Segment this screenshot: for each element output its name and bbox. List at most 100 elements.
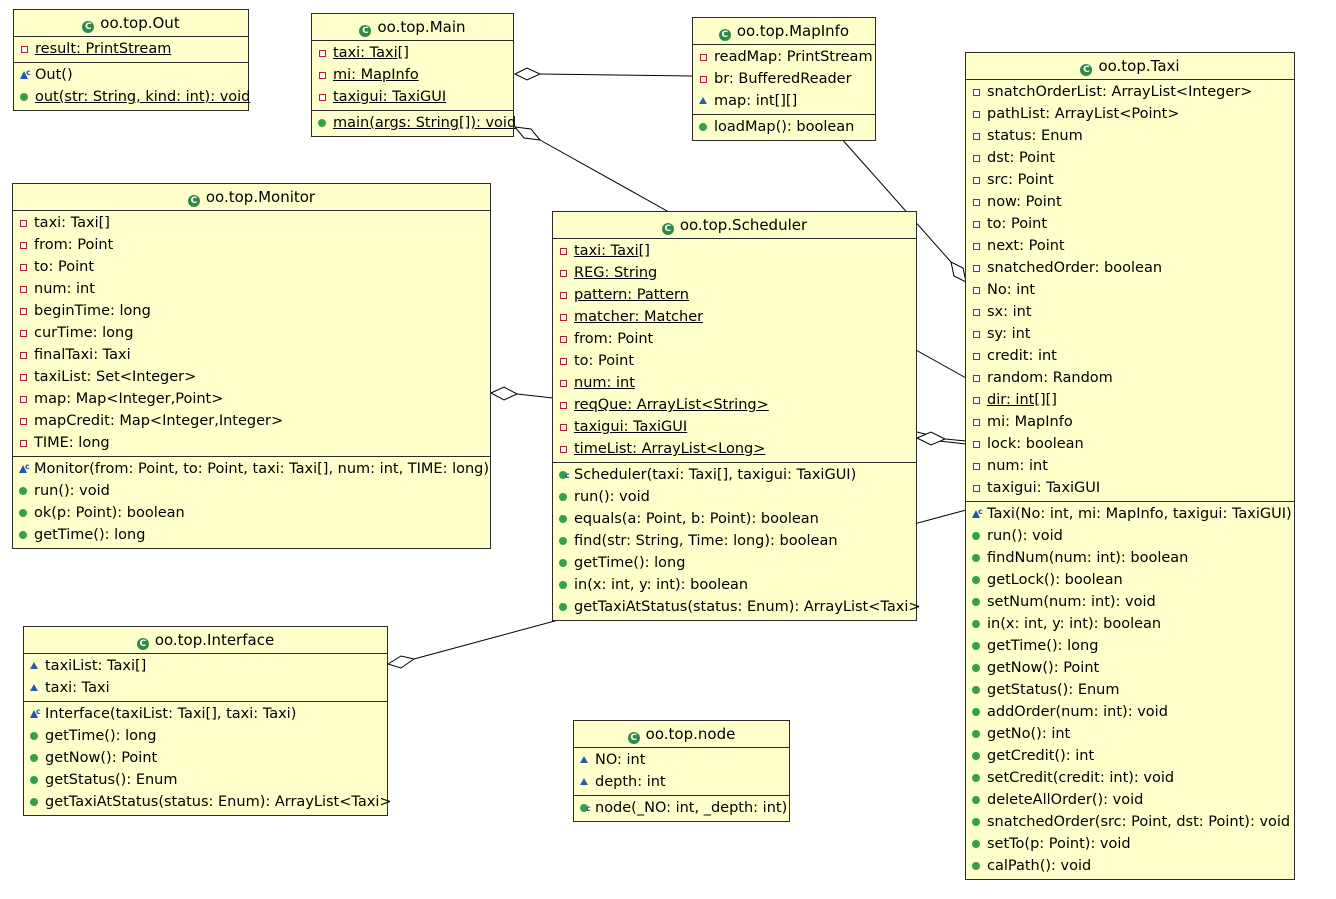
operation-row[interactable]: find(str: String, Time: long): boolean bbox=[553, 530, 916, 552]
attribute-row[interactable]: TIME: long bbox=[13, 432, 490, 454]
attribute-row[interactable]: taxigui: TaxiGUI bbox=[966, 477, 1294, 499]
attribute-row[interactable]: dir: int[][] bbox=[966, 389, 1294, 411]
operation-row[interactable]: setTo(p: Point): void bbox=[966, 833, 1294, 855]
operation-row[interactable]: getNo(): int bbox=[966, 723, 1294, 745]
attribute-row[interactable]: dst: Point bbox=[966, 147, 1294, 169]
operation-row[interactable]: deleteAllOrder(): void bbox=[966, 789, 1294, 811]
operation-row[interactable]: Monitor(from: Point, to: Point, taxi: Ta… bbox=[13, 456, 490, 480]
attribute-row[interactable]: to: Point bbox=[966, 213, 1294, 235]
attribute-row[interactable]: timeList: ArrayList<Long> bbox=[553, 438, 916, 460]
attribute-row[interactable]: finalTaxi: Taxi bbox=[13, 344, 490, 366]
operation-row[interactable]: equals(a: Point, b: Point): boolean bbox=[553, 508, 916, 530]
attribute-row[interactable]: curTime: long bbox=[13, 322, 490, 344]
attribute-row[interactable]: from: Point bbox=[553, 328, 916, 350]
attribute-row[interactable]: next: Point bbox=[966, 235, 1294, 257]
operation-row[interactable]: run(): void bbox=[966, 525, 1294, 547]
attribute-row[interactable]: depth: int bbox=[574, 771, 789, 793]
operations-compartment: node(_NO: int, _depth: int) bbox=[574, 796, 789, 821]
attribute-row[interactable]: taxigui: TaxiGUI bbox=[553, 416, 916, 438]
attribute-row[interactable]: taxi: Taxi[] bbox=[312, 42, 513, 64]
private-visibility-icon bbox=[560, 424, 567, 431]
attribute-row[interactable]: status: Enum bbox=[966, 125, 1294, 147]
operation-row[interactable]: node(_NO: int, _depth: int) bbox=[574, 797, 789, 820]
package-visibility-icon bbox=[580, 756, 588, 763]
attribute-row[interactable]: num: int bbox=[13, 278, 490, 300]
attribute-row[interactable]: result: PrintStream bbox=[14, 38, 248, 60]
operation-row[interactable]: loadMap(): boolean bbox=[693, 116, 875, 138]
attribute-row[interactable]: to: Point bbox=[13, 256, 490, 278]
operation-row[interactable]: getTaxiAtStatus(status: Enum): ArrayList… bbox=[24, 791, 392, 813]
attribute-row[interactable]: NO: int bbox=[574, 749, 789, 771]
operation-row[interactable]: snatchedOrder(src: Point, dst: Point): v… bbox=[966, 811, 1294, 833]
attribute-row[interactable]: pattern: Pattern bbox=[553, 284, 916, 306]
operation-row[interactable]: findNum(num: int): boolean bbox=[966, 547, 1294, 569]
attribute-row[interactable]: taxigui: TaxiGUI bbox=[312, 86, 513, 108]
attribute-row[interactable]: taxi: Taxi bbox=[24, 677, 387, 699]
operation-row[interactable]: setNum(num: int): void bbox=[966, 591, 1294, 613]
attribute-row[interactable]: mapCredit: Map<Integer,Integer> bbox=[13, 410, 490, 432]
operation-row[interactable]: in(x: int, y: int): boolean bbox=[553, 574, 916, 596]
operation-row[interactable]: getTime(): long bbox=[966, 635, 1294, 657]
attribute-row[interactable]: beginTime: long bbox=[13, 300, 490, 322]
operation-row[interactable]: getStatus(): Enum bbox=[966, 679, 1294, 701]
operation-row[interactable]: getCredit(): int bbox=[966, 745, 1294, 767]
operation-row[interactable]: getLock(): boolean bbox=[966, 569, 1294, 591]
operation-row[interactable]: getNow(): Point bbox=[24, 747, 387, 769]
attribute-row[interactable]: taxi: Taxi[] bbox=[553, 240, 916, 262]
attribute-row[interactable]: to: Point bbox=[553, 350, 916, 372]
attribute-row[interactable]: mi: MapInfo bbox=[966, 411, 1294, 433]
operation-row[interactable]: addOrder(num: int): void bbox=[966, 701, 1294, 723]
operation-row[interactable]: out(str: String, kind: int): void bbox=[14, 86, 250, 108]
operation-row[interactable]: getTaxiAtStatus(status: Enum): ArrayList… bbox=[553, 596, 921, 618]
attribute-row[interactable]: snatchedOrder: boolean bbox=[966, 257, 1294, 279]
operation-row[interactable]: main(args: String[]): void bbox=[312, 112, 516, 134]
operation-row[interactable]: getTime(): long bbox=[13, 524, 490, 546]
attribute-row[interactable]: random: Random bbox=[966, 367, 1294, 389]
attribute-row[interactable]: br: BufferedReader bbox=[693, 68, 875, 90]
attribute-row[interactable]: matcher: Matcher bbox=[553, 306, 916, 328]
attribute-row[interactable]: credit: int bbox=[966, 345, 1294, 367]
attribute-row[interactable]: sx: int bbox=[966, 301, 1294, 323]
operation-row[interactable]: ok(p: Point): boolean bbox=[13, 502, 490, 524]
operation-row[interactable]: Interface(taxiList: Taxi[], taxi: Taxi) bbox=[24, 701, 387, 725]
attribute-row[interactable]: num: int bbox=[553, 372, 916, 394]
operation-row[interactable]: run(): void bbox=[13, 480, 490, 502]
attribute-row[interactable]: No: int bbox=[966, 279, 1294, 301]
attribute-row[interactable]: mi: MapInfo bbox=[312, 64, 513, 86]
attribute-row[interactable]: taxiList: Set<Integer> bbox=[13, 366, 490, 388]
operation-row[interactable]: Scheduler(taxi: Taxi[], taxigui: TaxiGUI… bbox=[553, 464, 916, 487]
operation-row[interactable]: getNow(): Point bbox=[966, 657, 1294, 679]
operation-row[interactable]: run(): void bbox=[553, 486, 916, 508]
operation-row[interactable]: Taxi(No: int, mi: MapInfo, taxigui: Taxi… bbox=[966, 501, 1294, 525]
operation-row[interactable]: Out() bbox=[14, 62, 248, 86]
attribute-row[interactable]: map: Map<Integer,Point> bbox=[13, 388, 490, 410]
operation-row[interactable]: getTime(): long bbox=[553, 552, 916, 574]
attribute-row[interactable]: map: int[][] bbox=[693, 90, 875, 112]
attribute-row[interactable]: lock: boolean bbox=[966, 433, 1294, 455]
operation-row[interactable]: in(x: int, y: int): boolean bbox=[966, 613, 1294, 635]
attribute-row[interactable]: taxi: Taxi[] bbox=[13, 212, 490, 234]
operation-row[interactable]: calPath(): void bbox=[966, 855, 1294, 877]
attribute-row[interactable]: from: Point bbox=[13, 234, 490, 256]
attribute-row[interactable]: sy: int bbox=[966, 323, 1294, 345]
operation-row[interactable]: getTime(): long bbox=[24, 725, 387, 747]
attribute-row[interactable]: pathList: ArrayList<Point> bbox=[966, 103, 1294, 125]
operation-row[interactable]: getStatus(): Enum bbox=[24, 769, 387, 791]
attribute-row[interactable]: readMap: PrintStream bbox=[693, 46, 875, 68]
attribute-row[interactable]: taxiList: Taxi[] bbox=[24, 655, 387, 677]
attribute-row[interactable]: snatchOrderList: ArrayList<Integer> bbox=[966, 81, 1294, 103]
attribute-row[interactable]: now: Point bbox=[966, 191, 1294, 213]
operation-row[interactable]: setCredit(credit: int): void bbox=[966, 767, 1294, 789]
attribute-row[interactable]: reqQue: ArrayList<String> bbox=[553, 394, 916, 416]
attribute-row[interactable]: REG: String bbox=[553, 262, 916, 284]
attribute-row[interactable]: num: int bbox=[966, 455, 1294, 477]
attribute-row[interactable]: src: Point bbox=[966, 169, 1294, 191]
